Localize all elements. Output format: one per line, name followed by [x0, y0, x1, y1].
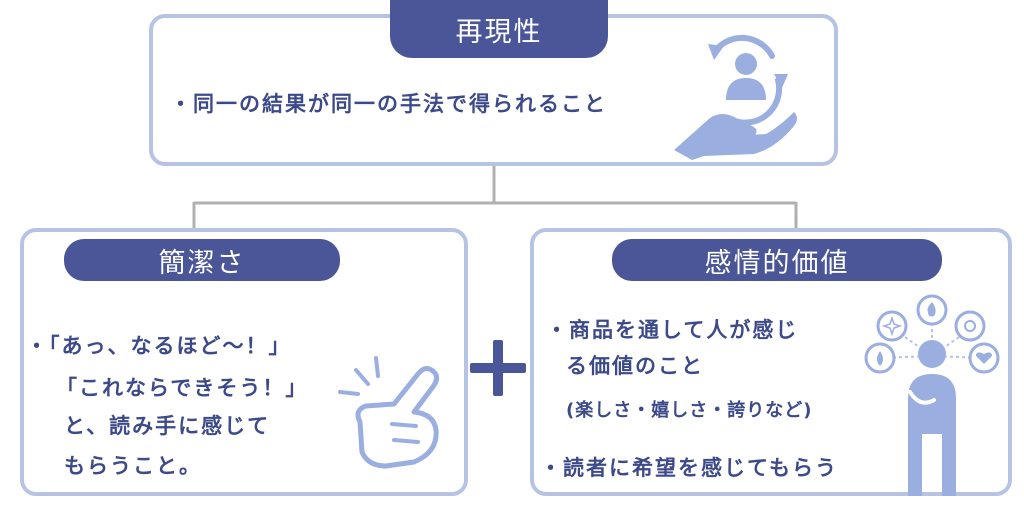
simplicity-line-4: もらうこと。: [64, 454, 202, 478]
simplicity-line-1: ・「あっ、なるほど〜！」: [26, 334, 292, 358]
emotional-examples: (楽しさ・嬉しさ・誇りなど): [566, 400, 813, 421]
emotional-bullet-2: ・読者に希望を感じてもらう: [540, 456, 838, 480]
emotional-bullet-1-line-2: る価値のこと: [566, 354, 704, 378]
person-emotions-icon: [864, 294, 1000, 496]
emotional-value-title: 感情的価値: [612, 239, 942, 281]
reproducibility-title: 再現性: [390, 0, 608, 58]
person-cycle-hand-icon: [674, 34, 797, 160]
finger-snap-icon: [338, 356, 440, 469]
simplicity-box: [20, 228, 468, 496]
simplicity-line-2: 「これならできそう！」: [56, 376, 309, 400]
simplicity-title: 簡潔さ: [64, 239, 340, 281]
plus-icon: [470, 340, 526, 396]
simplicity-line-3: と、読み手に感じて: [64, 414, 271, 438]
reproducibility-bullet: ・同一の結果が同一の手法で得られること: [170, 92, 607, 116]
emotional-bullet-1-line-1: ・商品を通して人が感じ: [546, 318, 799, 342]
